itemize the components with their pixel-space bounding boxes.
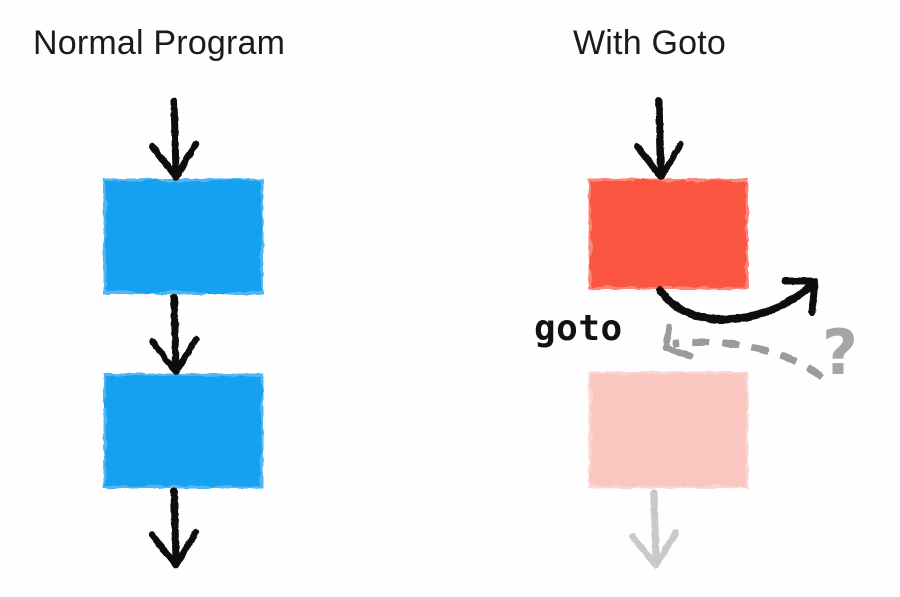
- normal-arrow-middle: [148, 293, 200, 376]
- page-title-with-goto: With Goto: [573, 24, 726, 62]
- normal-block-1: [106, 181, 261, 292]
- goto-arrow-bottom: [628, 489, 680, 569]
- goto-arrow-top: [633, 97, 685, 181]
- goto-arrow-dashed: [662, 323, 825, 380]
- question-mark-icon: ?: [822, 316, 858, 389]
- goto-block-1: [591, 181, 746, 287]
- page-title-normal-program: Normal Program: [33, 24, 286, 62]
- normal-arrow-bottom: [148, 487, 200, 569]
- goto-block-2: [591, 374, 746, 486]
- normal-arrow-top: [148, 97, 200, 181]
- goto-label: goto: [534, 308, 623, 349]
- normal-block-2: [106, 376, 261, 486]
- goto-arrow-curved: [656, 277, 819, 324]
